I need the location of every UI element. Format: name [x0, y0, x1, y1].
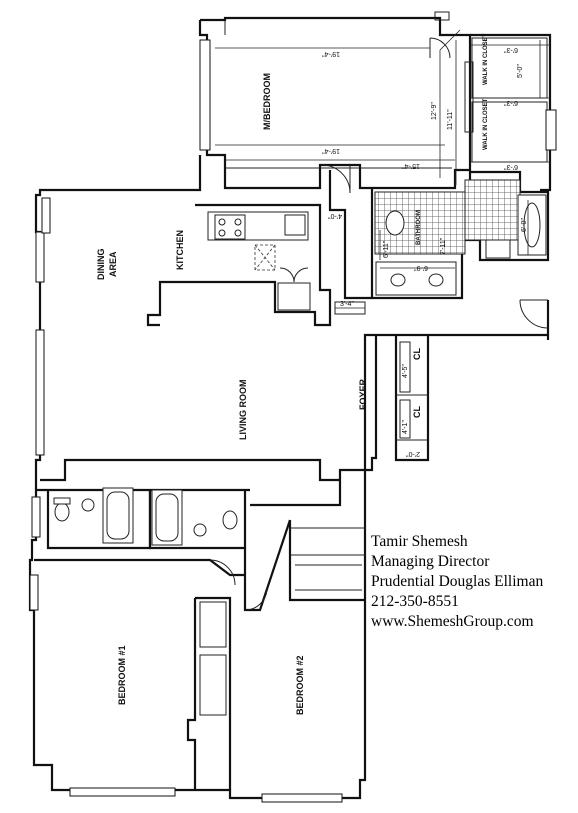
apartment-walls [28, 155, 550, 803]
walk-in-closet-2-label: WALK IN CLOSET [483, 98, 489, 150]
room-labels: M/BEDROOM WALK IN CLOSET WALK IN CLOSET … [96, 33, 489, 715]
dim-closet-3-d: 6'-0" [521, 218, 528, 232]
living-room-walls [36, 458, 340, 492]
dim-bath-w: 7'-11" [440, 237, 447, 255]
closet-1-label: CL [412, 348, 422, 360]
bedroom-walls [34, 519, 365, 790]
dimension-labels: 19'-4" 19'-4" 15'-4" 12'-9" 11'-11" 6'-3… [322, 46, 528, 457]
closet-2-label: CL [412, 406, 422, 418]
dim-cl-small: 2'-0" [406, 450, 420, 457]
living-room-label: LIVING ROOM [238, 380, 248, 441]
bedroom-2-label: BEDROOM #2 [295, 655, 305, 715]
foyer-closets [394, 335, 430, 462]
dim-hall-door: 3'-4" [340, 301, 354, 308]
dim-mbr-top: 19'-4" [322, 50, 340, 57]
walk-in-closets [464, 33, 557, 192]
dim-mbr-depth-2: 11'-11" [447, 109, 454, 130]
master-bathroom [370, 170, 550, 300]
dining-area-label-2: AREA [108, 251, 118, 277]
dim-hall-w: 4'-0" [328, 212, 342, 219]
master-bedroom-dimensions [215, 29, 461, 185]
dining-area-label-1: DINING [96, 249, 106, 281]
contact-company: Prudential Douglas Elliman [371, 573, 544, 590]
dim-cl-1: 4'-5" [402, 364, 409, 378]
foyer-walls [250, 170, 378, 507]
dim-bath-w2: 6'-9" [414, 264, 428, 271]
foyer-label: FOYER [358, 378, 368, 410]
dim-closet-3-w: 6'-3" [504, 163, 518, 170]
kitchen [146, 203, 332, 327]
dim-bath-d: 6'-11" [383, 240, 390, 258]
dim-cl-2: 4'-1" [402, 420, 409, 434]
bedroom-1-label: BEDROOM #1 [117, 645, 127, 705]
dim-mbr-mid: 19'-4" [322, 147, 340, 154]
dim-closet-1-w: 6'-3" [504, 46, 518, 53]
kitchen-label: KITCHEN [175, 230, 185, 270]
contact-phone: 212-350-8551 [371, 593, 459, 610]
dim-mbr-lower: 15'-4" [402, 162, 420, 169]
contact-website: www.ShemeshGroup.com [371, 613, 534, 630]
master-bedroom-walls [198, 11, 472, 194]
walk-in-closet-1-label: WALK IN CLOSET [483, 33, 489, 85]
contact-name: Tamir Shemesh [371, 533, 468, 550]
bathroom-label: BATHROOM [416, 210, 422, 245]
contact-title: Managing Director [371, 553, 490, 570]
dim-closet-1-d: 5'-0" [517, 64, 524, 78]
master-bedroom-label: M/BEDROOM [262, 73, 272, 130]
dim-closet-2-w: 6'-3" [504, 99, 518, 106]
dim-mbr-depth-1: 12'-9" [431, 102, 438, 120]
secondary-bathrooms [46, 487, 247, 550]
contact-block: Tamir Shemesh Managing Director Prudenti… [371, 532, 576, 632]
